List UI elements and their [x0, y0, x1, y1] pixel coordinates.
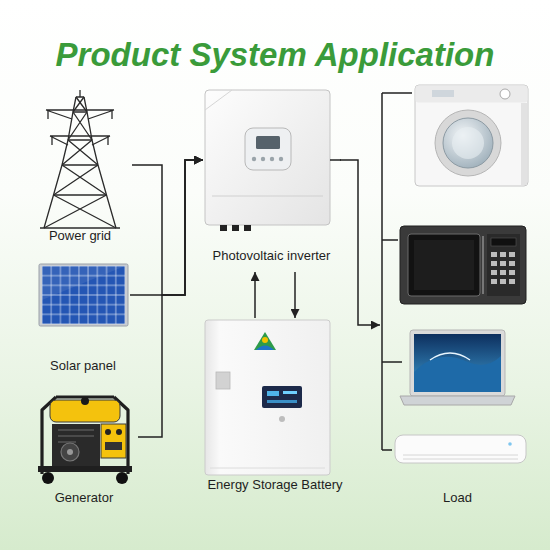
- diagram-title: Product System Application: [0, 35, 550, 75]
- air-conditioner-drawing: [395, 435, 526, 463]
- laptop-drawing: [400, 330, 515, 405]
- node-caption: Power grid: [49, 228, 111, 244]
- generator-node: Generator: [30, 390, 138, 508]
- power-grid-node: Power grid: [28, 90, 132, 246]
- flow-arrow: [132, 160, 203, 295]
- battery-node: Energy Storage Battery: [200, 318, 350, 495]
- generator-drawing: [38, 397, 132, 484]
- battery-drawing: [205, 320, 330, 475]
- node-caption: Photovoltaic inverter: [213, 248, 331, 264]
- solar-panel-drawing: [39, 264, 128, 326]
- load-node: Load: [380, 82, 535, 508]
- flow-arrow: [138, 160, 203, 437]
- washing-machine-drawing: [415, 85, 528, 186]
- node-caption: Solar panel: [50, 358, 116, 374]
- flow-arrow: [254, 272, 256, 318]
- node-caption: Energy Storage Battery: [207, 477, 342, 493]
- inverter-drawing: [205, 90, 341, 231]
- microwave-drawing: [400, 226, 526, 304]
- flow-arrow: [130, 160, 203, 295]
- pylon-drawing: [40, 90, 120, 228]
- solar-panel-node: Solar panel: [36, 260, 130, 376]
- flow-arrow: [340, 160, 380, 325]
- node-caption: Generator: [55, 490, 114, 506]
- inverter-node: Photovoltaic inverter: [203, 88, 340, 272]
- node-caption: Load: [443, 490, 472, 506]
- flow-arrow: [294, 272, 296, 318]
